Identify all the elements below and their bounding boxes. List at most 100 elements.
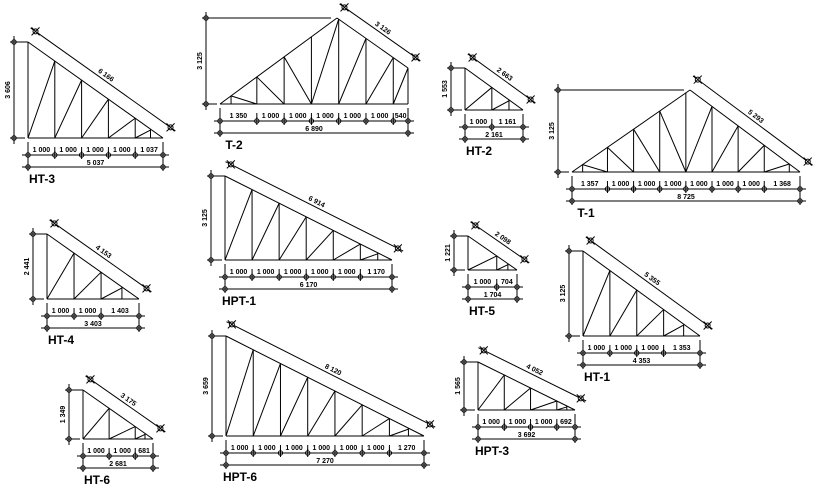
total-span-dimension: 6 170 [300, 282, 318, 289]
span-dimension: 1 000 [690, 181, 708, 188]
web-diagonal [636, 309, 664, 337]
span-dimension: 1 000 [313, 445, 331, 452]
total-span-dimension: 2 161 [485, 132, 503, 139]
truss-label: HT-1 [584, 370, 610, 384]
web-diagonal [225, 349, 254, 437]
web-diagonal [230, 95, 257, 105]
web-diagonal [496, 264, 509, 271]
span-dimension: 1 037 [140, 147, 158, 154]
slope-dimension-line [339, 3, 421, 62]
slope-dimension-line [478, 347, 587, 402]
span-dimension: 1 000 [284, 269, 302, 276]
top-chord [46, 233, 140, 300]
total-span-dimension: 7 270 [316, 458, 334, 465]
web-diagonal [81, 98, 109, 139]
slope-dimension-line [30, 27, 176, 132]
slope-dimension-line [49, 219, 152, 293]
span-dimension: 1 000 [87, 448, 105, 455]
height-dimension: 3 606 [5, 81, 12, 99]
dimension-tick [227, 320, 237, 329]
dimension-tick [425, 420, 435, 429]
web-diagonal [389, 428, 409, 437]
height-dimension: 3 125 [560, 285, 567, 303]
web-diagonal [607, 146, 634, 173]
web-diagonal [224, 189, 253, 261]
top-chord [467, 235, 518, 271]
web-diagonal [633, 128, 661, 173]
web-diagonal [360, 253, 378, 261]
web-diagonal [73, 271, 102, 300]
web-diagonal [134, 129, 151, 139]
span-dimension: 1 000 [258, 445, 276, 452]
slope-dimension-line [467, 53, 536, 104]
span-dimension: 1 000 [340, 445, 358, 452]
span-dimension: 692 [560, 419, 572, 426]
span-dimension: 1 357 [581, 181, 599, 188]
span-dimension: 540 [395, 113, 407, 120]
top-chord [689, 89, 801, 173]
span-dimension: 1 000 [113, 147, 131, 154]
dimension-tick [166, 123, 175, 132]
height-dimension: 3 125 [549, 122, 556, 140]
top-chord [477, 361, 576, 411]
truss-label: HT-2 [466, 144, 492, 158]
slope-dimension-line [85, 375, 166, 433]
slope-dimension-line [692, 75, 813, 166]
web-diagonal [256, 76, 285, 105]
height-dimension: 1 221 [445, 244, 452, 262]
dimension-tick [586, 236, 595, 245]
span-dimension: 1 000 [79, 308, 97, 315]
span-dimension: 1 000 [509, 419, 527, 426]
truss-label: HT-3 [29, 172, 55, 186]
web-diagonal [108, 426, 136, 440]
total-span-dimension: 4 353 [633, 358, 651, 365]
web-diagonal [556, 406, 567, 411]
web-diagonal [711, 125, 739, 173]
top-chord [336, 17, 409, 69]
dimension-tick [156, 423, 165, 433]
dimension-tick [576, 393, 586, 403]
web-diagonal [280, 377, 309, 437]
total-span-dimension: 3 692 [518, 432, 536, 439]
truss-label: HPT-6 [223, 470, 257, 484]
span-dimension: 1 000 [615, 345, 633, 352]
span-dimension: 1 000 [230, 269, 248, 276]
web-diagonal [467, 255, 497, 271]
truss-label: T-1 [577, 206, 595, 220]
top-chord [82, 389, 154, 440]
web-diagonal [737, 145, 765, 173]
dimension-tick [226, 160, 236, 169]
dimension-tick [693, 75, 703, 84]
web-diagonal [82, 407, 110, 440]
truss-label: T-2 [225, 138, 243, 152]
dimension-tick [393, 244, 403, 253]
span-dimension: 1 000 [470, 119, 488, 126]
dimension-tick [526, 95, 535, 104]
top-chord [464, 67, 524, 111]
web-diagonal [278, 216, 307, 261]
top-chord [225, 335, 425, 437]
span-dimension: 1 161 [499, 119, 517, 126]
dimension-tick [86, 374, 95, 384]
total-span-dimension: 6 890 [305, 126, 323, 133]
top-chord [219, 17, 338, 105]
truss-label: HT-5 [469, 304, 495, 318]
span-dimension: 1 000 [371, 113, 389, 120]
dimension-tick [411, 53, 420, 62]
span-dimension: 1 000 [262, 113, 280, 120]
top-chord [27, 41, 164, 139]
span-dimension: 1 000 [474, 279, 492, 286]
web-diagonal [283, 56, 312, 105]
span-dimension: 1 000 [289, 113, 307, 120]
span-dimension: 1 353 [673, 345, 691, 352]
dimension-tick [471, 220, 480, 230]
total-span-dimension: 8 725 [677, 194, 695, 201]
span-dimension: 1 000 [231, 445, 249, 452]
span-dimension: 1 000 [338, 269, 356, 276]
